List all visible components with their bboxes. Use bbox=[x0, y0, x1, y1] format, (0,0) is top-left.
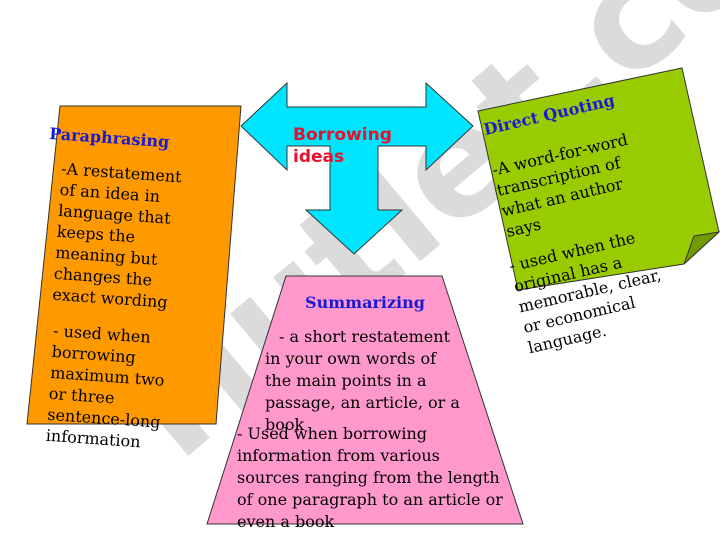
summarizing-title-wrap: Summarizing bbox=[290, 293, 440, 312]
summarizing-box bbox=[206, 275, 524, 525]
summarizing-definition-wrap: - a short restatement in your own words … bbox=[265, 326, 465, 436]
summarizing-usage-wrap: - Used when borrowing information from v… bbox=[237, 423, 507, 533]
paraphrasing-usage-wrap: - used when borrowing maximum two or thr… bbox=[45, 320, 185, 455]
paraphrasing-box bbox=[26, 105, 242, 425]
borrowing-ideas-label: Borrowing ideas bbox=[293, 125, 392, 167]
paraphrasing-usage: - used when borrowing maximum two or thr… bbox=[45, 320, 166, 452]
summarizing-title: Summarizing bbox=[305, 293, 425, 312]
summarizing-definition: - a short restatement in your own words … bbox=[265, 327, 460, 434]
borrowing-ideas-arrow bbox=[240, 81, 474, 255]
direct-quoting-fold bbox=[683, 231, 720, 265]
paraphrasing-definition-wrap: -A restatement of an idea in language th… bbox=[52, 158, 197, 314]
summarizing-usage: - Used when borrowing information from v… bbox=[237, 424, 503, 531]
paraphrasing-definition: -A restatement of an idea in language th… bbox=[51, 158, 183, 312]
